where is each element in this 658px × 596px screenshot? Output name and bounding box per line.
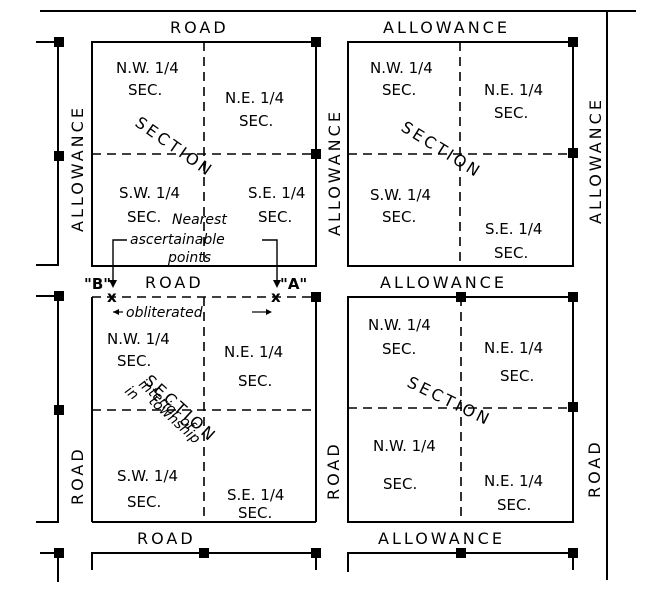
point-a-cross: x [271, 288, 281, 306]
nearest-label-line3: points [167, 250, 211, 266]
frame-lines [40, 10, 636, 580]
nw-quarter-sec: SEC. [382, 81, 416, 99]
road-label-bottom: ROAD [137, 529, 196, 548]
road-label-top: ROAD [170, 18, 229, 37]
monument-marker [568, 292, 578, 302]
ne-quarter-sec: SEC. [494, 104, 528, 122]
monument-marker [456, 548, 466, 558]
road-label-center-lower: ROAD [324, 441, 343, 500]
road-label-middle: ROAD [145, 273, 204, 292]
sw-quarter-label: S.W. 1/4 [117, 467, 178, 485]
section-name: SECTION [398, 117, 486, 182]
se-quarter-label: S.E. 1/4 [485, 220, 542, 238]
allowance-label-center-upper: ALLOWANCE [325, 109, 344, 236]
monument-marker [54, 37, 64, 47]
nw-quarter-sec: SEC. [117, 352, 151, 370]
monument-marker [456, 292, 466, 302]
monument-marker [568, 402, 578, 412]
sw-quarter-label: S.W. 1/4 [370, 186, 431, 204]
arrow-head [266, 309, 272, 315]
se-quarter-sec: SEC. [494, 244, 528, 262]
se-quarter-label: S.E. 1/4 [227, 486, 284, 504]
monument-marker [311, 149, 321, 159]
ne-quarter-sec: SEC. [239, 112, 273, 130]
section-name: SECTION [404, 373, 495, 430]
ne-quarter-sec: SEC. [500, 367, 534, 385]
sw-quarter-sec: SEC. [127, 208, 161, 226]
arrow-head [113, 309, 119, 315]
allowance-label-bottom: ALLOWANCE [378, 529, 505, 548]
allowance-label-top: ALLOWANCE [383, 18, 510, 37]
ne-quarter-label: N.E. 1/4 [224, 343, 283, 361]
sw-quarter-label: S.W. 1/4 [119, 184, 180, 202]
monument-marker [311, 548, 321, 558]
nw-quarter-label: N.W. 1/4 [116, 59, 179, 77]
section-bottom-right: N.W. 1/4 SEC. N.E. 1/4 SEC. N.W. 1/4 SEC… [347, 292, 578, 523]
se-quarter-label: S.E. 1/4 [248, 184, 305, 202]
section-top-right: N.W. 1/4 SEC. N.E. 1/4 SEC. S.W. 1/4 SEC… [347, 37, 578, 267]
nw-quarter-sec: SEC. [128, 81, 162, 99]
nearest-points-annotation: Nearest ascertainable points [109, 212, 281, 288]
left-boundary-lower [36, 291, 64, 523]
ne-quarter-label: N.E. 1/4 [484, 339, 543, 357]
left-boundary-upper [36, 37, 64, 266]
ne-quarter-label: N.E. 1/4 [225, 89, 284, 107]
se-quarter-sec: SEC. [497, 496, 531, 514]
se-quarter-sec: SEC. [238, 504, 272, 522]
allowance-label-left-upper: ALLOWANCE [68, 105, 87, 232]
monument-marker [568, 148, 578, 158]
ne-quarter-label: N.E. 1/4 [484, 81, 543, 99]
monument-marker [54, 291, 64, 301]
sw-quarter-sec: SEC. [127, 493, 161, 511]
allowance-label-middle: ALLOWANCE [380, 273, 507, 292]
nw-quarter-label: N.W. 1/4 [370, 59, 433, 77]
arrow-head [109, 280, 117, 288]
sw-quarter-sec: SEC. [382, 208, 416, 226]
monument-marker [199, 548, 209, 558]
sw-quarter-label: N.W. 1/4 [373, 437, 436, 455]
se-quarter-label: N.E. 1/4 [484, 472, 543, 490]
sw-quarter-sec: SEC. [383, 475, 417, 493]
road-label-left-lower: ROAD [68, 446, 87, 505]
nw-quarter-label: N.W. 1/4 [107, 330, 170, 348]
se-quarter-sec: SEC. [258, 208, 292, 226]
point-b-label: "B" [84, 275, 111, 293]
monument-marker [54, 548, 64, 558]
nearest-label-line1: Nearest [172, 212, 227, 228]
monument-marker [568, 37, 578, 47]
point-a-label: "A" [280, 275, 307, 293]
nearest-label-line2: ascertainable [130, 232, 225, 248]
monument-marker [311, 37, 321, 47]
section-bottom-left: x x obliterated N.W. 1/4 SEC. N.E. 1/4 S… [91, 288, 321, 523]
monument-marker [568, 548, 578, 558]
allowance-label-right-upper: ALLOWANCE [586, 97, 605, 224]
road-label-right-lower: ROAD [585, 439, 604, 498]
point-b-cross: x [107, 288, 117, 306]
obliterated-label: obliterated [126, 305, 203, 321]
monument-marker [311, 292, 321, 302]
nw-quarter-sec: SEC. [382, 340, 416, 358]
nw-quarter-label: N.W. 1/4 [368, 316, 431, 334]
ne-quarter-sec: SEC. [238, 372, 272, 390]
monument-marker [54, 405, 64, 415]
arrow-head [273, 280, 281, 288]
bottom-boundary [40, 548, 578, 582]
monument-marker [54, 151, 64, 161]
